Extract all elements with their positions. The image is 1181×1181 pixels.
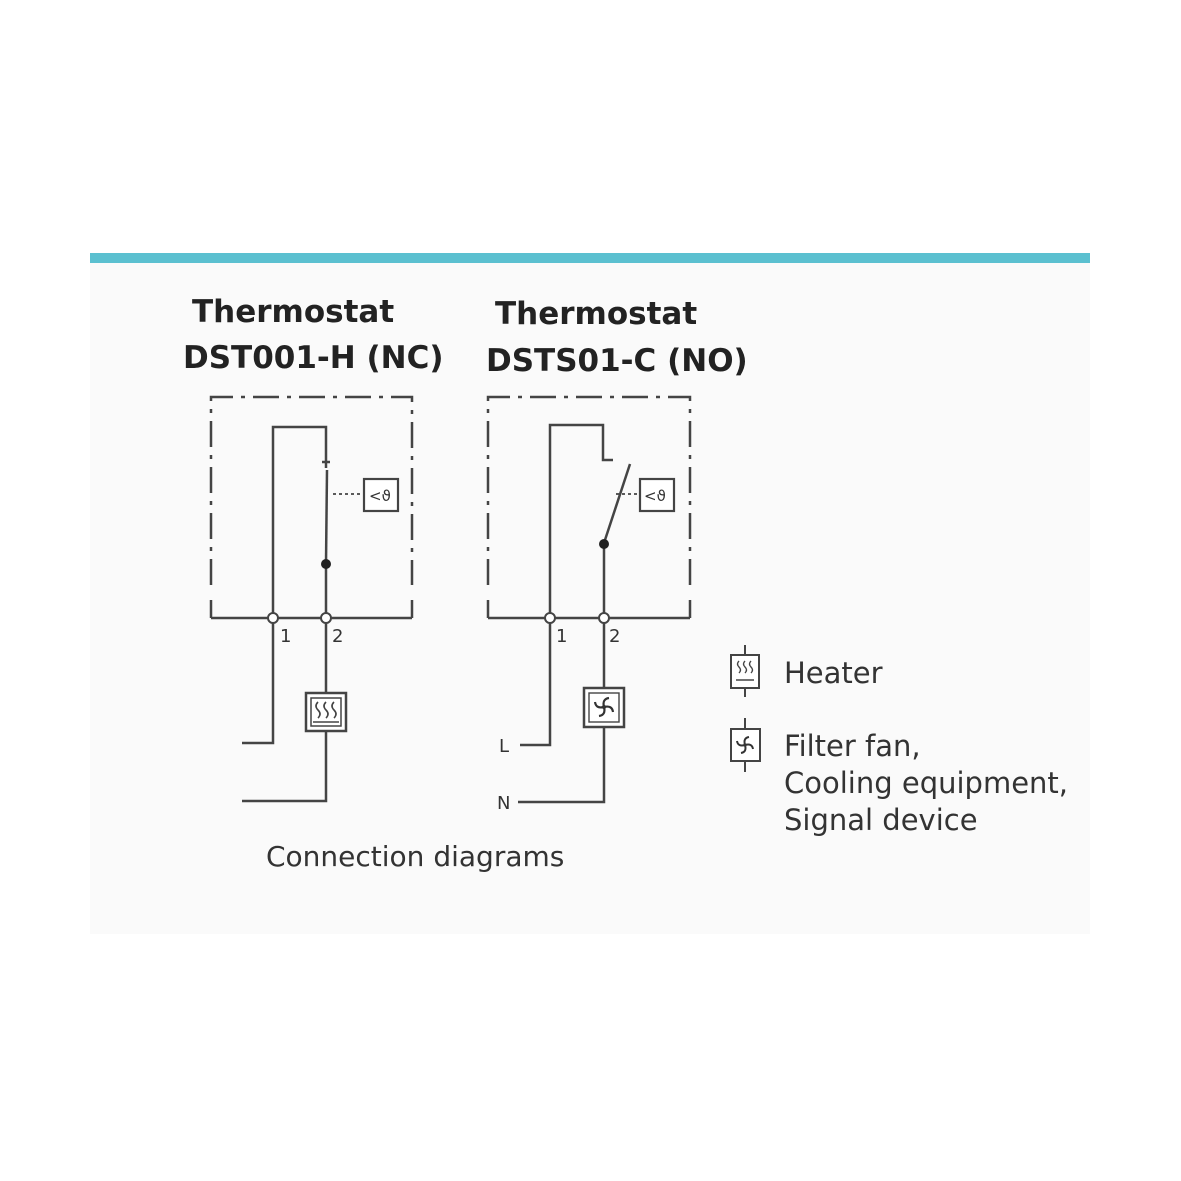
left-nc-contact (271, 425, 364, 618)
diagram-panel (90, 262, 1090, 934)
legend-heater-icon (730, 645, 760, 697)
left-terminal-1 (267, 612, 279, 624)
legend-fan-icon (730, 718, 761, 772)
left-enclosure (209, 395, 414, 620)
left-thermostat-diagram: Thermostat DST001-H (NC) <ϑ (183, 294, 444, 803)
left-terminal-2 (320, 612, 332, 624)
legend-fan-label-line2: Cooling equipment, (784, 766, 1068, 800)
right-terminal-2 (598, 612, 610, 624)
left-external-wiring (242, 623, 328, 803)
left-sensor-box (362, 477, 400, 513)
left-terminal-1-label: 1 (280, 626, 291, 647)
line-label-L: L (499, 736, 509, 757)
caption: Connection diagrams (266, 840, 564, 873)
left-contact-pivot (321, 559, 331, 569)
left-sensor-label: <ϑ (369, 487, 391, 505)
legend: Heater Filter fan, Cooling equipment, Si… (730, 645, 1068, 837)
neutral-label-N: N (497, 793, 510, 814)
right-title-line2: DSTS01-C (NO) (486, 343, 748, 379)
right-terminal-1-label: 1 (556, 626, 567, 647)
accent-bar (90, 253, 1090, 263)
legend-fan-label-line3: Signal device (784, 803, 978, 837)
left-terminal-2-label: 2 (332, 626, 343, 647)
legend-fan-label-line1: Filter fan, (784, 729, 921, 763)
right-sensor-label: <ϑ (644, 487, 666, 505)
right-enclosure (486, 395, 692, 620)
fan-icon (582, 686, 626, 729)
right-external-wiring (518, 623, 606, 804)
legend-heater-label: Heater (784, 656, 883, 690)
right-contact-pivot (599, 539, 609, 549)
right-terminal-2-label: 2 (609, 626, 620, 647)
right-title-line1: Thermostat (495, 296, 697, 332)
right-sensor-box (638, 477, 676, 513)
heater-icon (304, 691, 348, 733)
left-title-line2: DST001-H (NC) (183, 340, 444, 376)
right-terminal-1 (544, 612, 556, 624)
left-title-line1: Thermostat (192, 294, 394, 330)
right-thermostat-diagram: Thermostat DSTS01-C (NO) <ϑ 1 2 (486, 296, 748, 814)
right-no-contact (548, 423, 640, 618)
